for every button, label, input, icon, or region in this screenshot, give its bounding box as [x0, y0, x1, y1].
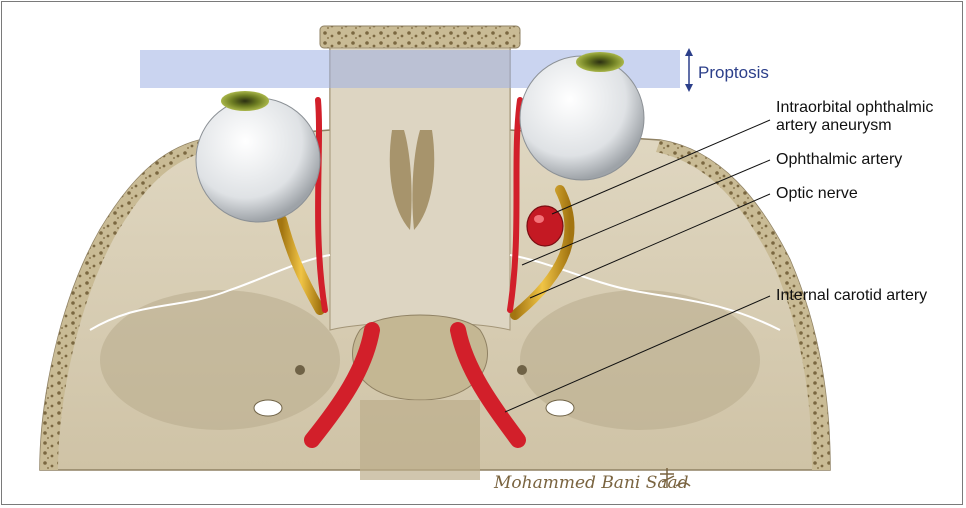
label-ophthalmic-artery: Ophthalmic artery — [776, 151, 902, 168]
foramen-small-right — [517, 365, 527, 375]
foramen-left — [254, 400, 282, 416]
label-internal-carotid: Internal carotid artery — [776, 287, 927, 304]
iris-left — [221, 91, 269, 111]
clivus — [360, 400, 480, 480]
foramen-right — [546, 400, 574, 416]
iris-right — [576, 52, 624, 72]
proptosis-arrow-top — [685, 48, 693, 56]
proptosis-arrow-bottom — [685, 84, 693, 92]
frontal-bone-crest — [320, 26, 520, 48]
aneurysm-highlight — [534, 215, 544, 223]
label-optic-nerve: Optic nerve — [776, 185, 858, 202]
artist-signature: Mohammed Bani Saad — [493, 473, 689, 493]
label-aneurysm-line1: Intraorbital ophthalmic — [776, 99, 933, 116]
label-aneurysm-line2: artery aneurysm — [776, 117, 892, 134]
foramen-small-left — [295, 365, 305, 375]
eyeball-right — [520, 56, 644, 180]
eyeball-left — [196, 98, 320, 222]
label-proptosis: Proptosis — [698, 63, 769, 82]
